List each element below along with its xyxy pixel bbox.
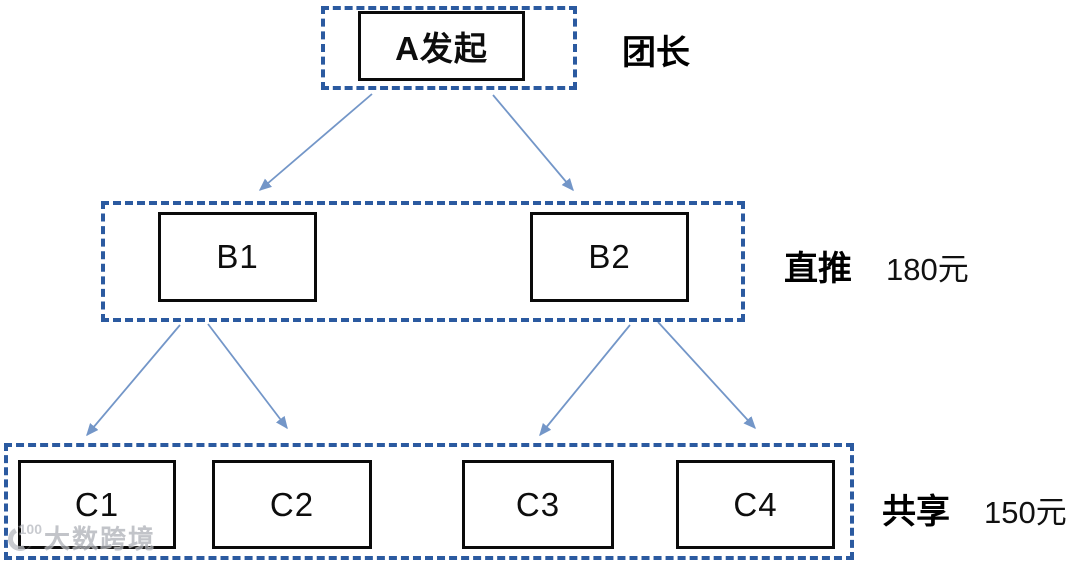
tier-label-shared: 共享 150元 [882, 484, 1067, 533]
node-c1: C1 [18, 460, 176, 549]
node-c4: C4 [676, 460, 835, 549]
group-leader-border [321, 6, 577, 90]
tier-role-shared: 共享 [882, 493, 950, 531]
tier-label-leader: 团长 [622, 25, 690, 74]
arrow-b1-to-c2 [207, 323, 288, 430]
tier-role-leader: 团长 [622, 34, 690, 72]
group-direct-border [101, 201, 745, 322]
node-b2: B2 [530, 212, 689, 302]
arrow-b1-to-c1 [86, 324, 181, 437]
arrow-a-to-b1 [258, 93, 373, 191]
arrow-b2-to-c4 [657, 321, 756, 430]
tier-amount-direct: 180元 [886, 252, 969, 287]
tier-role-direct: 直推 [784, 250, 852, 288]
node-c2: C2 [212, 460, 372, 549]
group-shared-border [4, 443, 854, 560]
node-b1: B1 [158, 212, 317, 302]
tier-amount-shared: 150元 [984, 495, 1067, 530]
arrow-b2-to-c3 [539, 324, 631, 437]
tier-label-direct: 直推 180元 [784, 241, 969, 290]
node-c3: C3 [462, 460, 614, 549]
arrow-a-to-b2 [492, 94, 574, 192]
node-a: A发起 [358, 11, 525, 81]
